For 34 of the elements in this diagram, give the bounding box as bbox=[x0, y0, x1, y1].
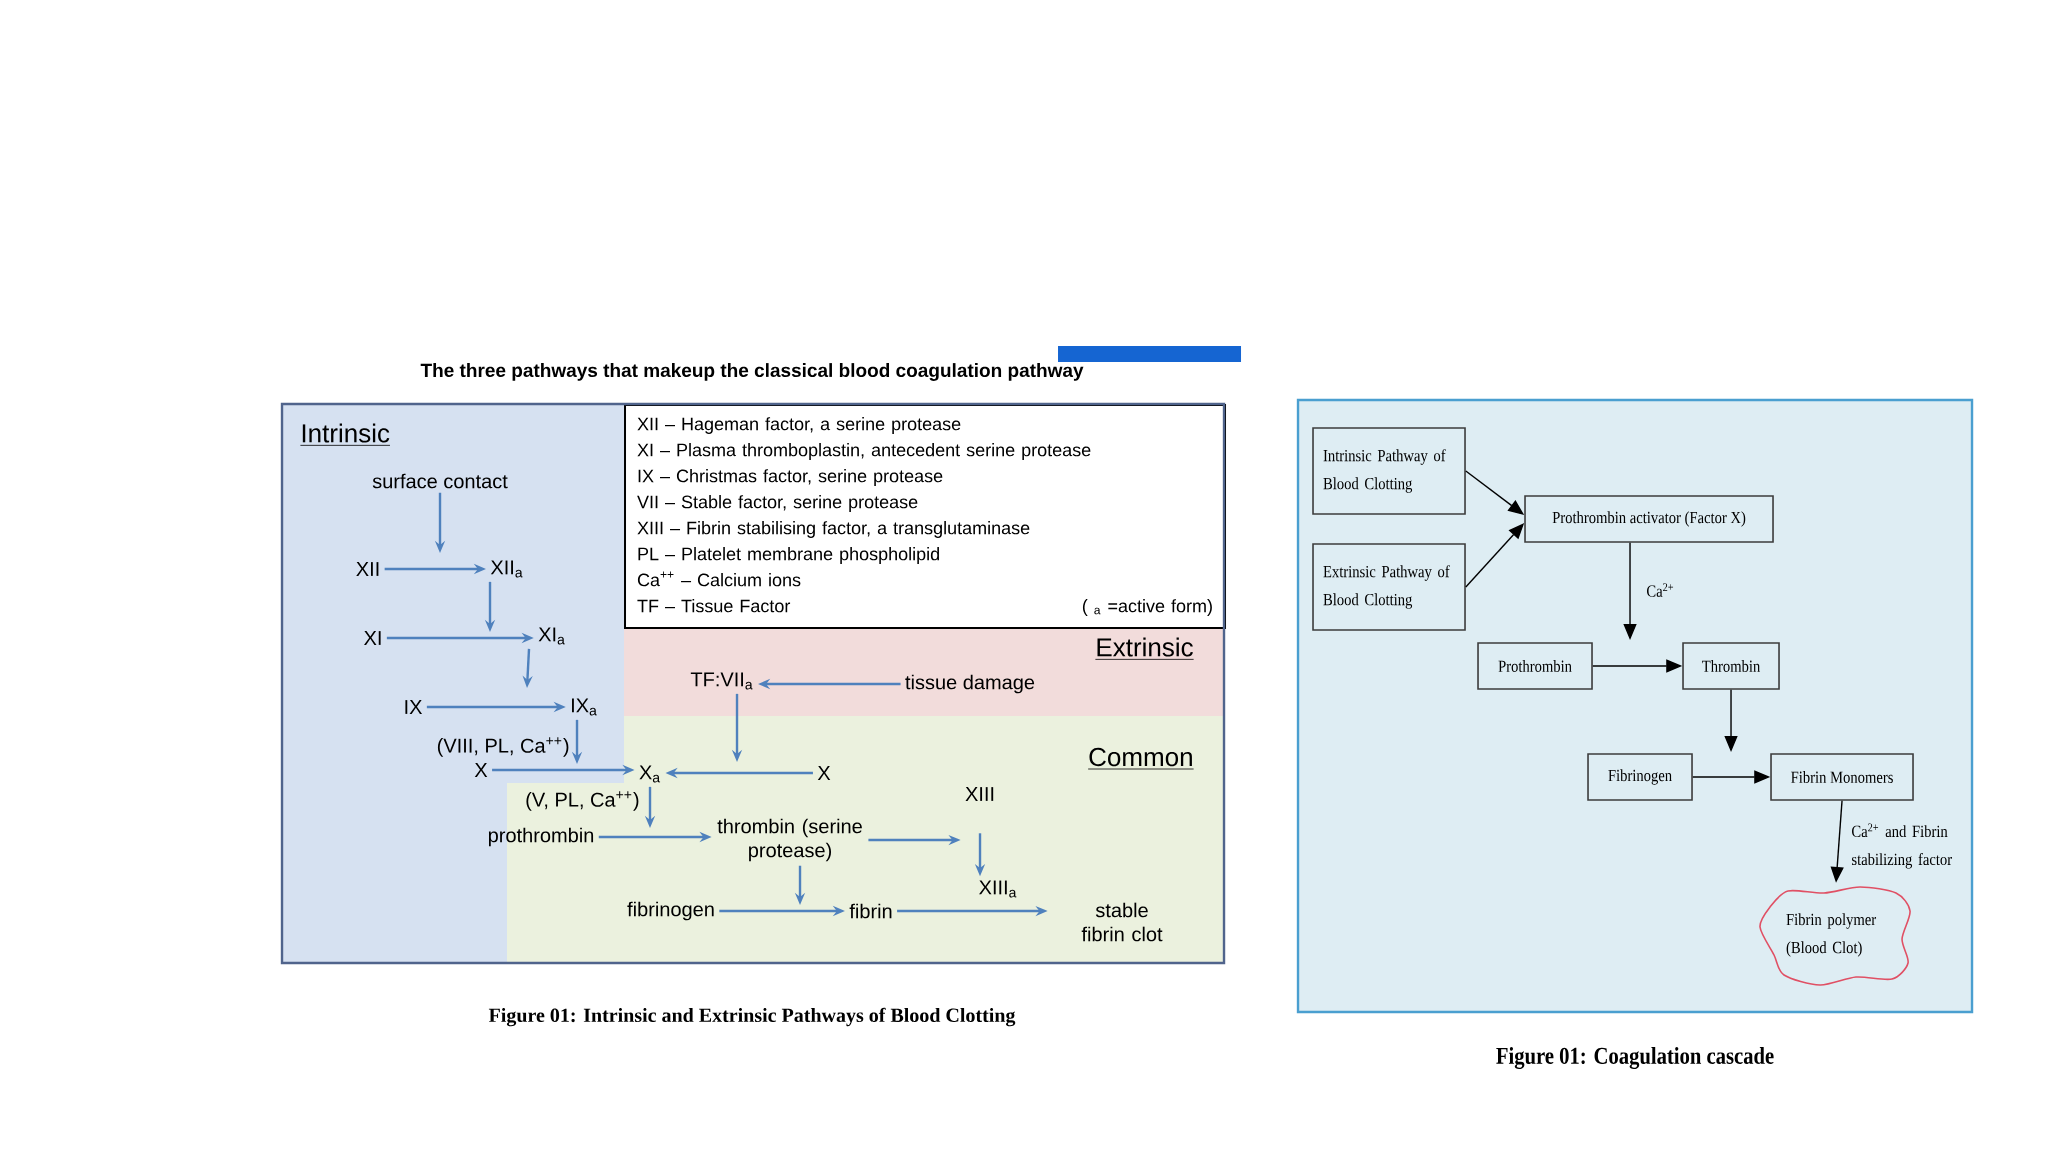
process-box: Intrinsic Pathway of Blood Clotting bbox=[1312, 427, 1466, 515]
key-box: XII – Hageman factor, a serine protease XI – Plasma thromboplastin, antecedent serine protease IX – Christmas factor, serine protease VII – Stable factor, serine protease XIII – Fibrin stabilising factor, a transglutaminase PL – Platelet membrane phospholipid Ca$^{++}$ – Calcium ions TF – Tissue Factor ( $_{a}$ =active form) bbox=[624, 404, 1226, 629]
factor-label: IX bbox=[405, 700, 423, 714]
factor-label: IX$_{a}$ bbox=[572, 698, 597, 716]
title: The three pathways that makeup the classical blood coagulation pathway bbox=[420, 363, 1084, 381]
factor-label: fibrinogen bbox=[627, 901, 714, 921]
edge-label: Ca$^{2+}$ and Fibrin stabilizing factor bbox=[1852, 823, 1952, 869]
figure-caption: Figure 01: Intrinsic and Extrinsic Pathways of Blood Clotting bbox=[488, 1007, 1016, 1027]
process-box: Fibrinogen bbox=[1587, 753, 1693, 801]
factor-label: XI$_{a}$ bbox=[538, 627, 565, 645]
factor-label: XIII$_{a}$ bbox=[979, 880, 1017, 898]
factor-label: X$_{a}$ bbox=[639, 765, 661, 783]
process-box: Prothrombin activator (Factor X) bbox=[1524, 495, 1774, 543]
factor-label: fibrin bbox=[849, 903, 892, 919]
process-box: Extrinsic Pathway of Blood Clotting bbox=[1312, 543, 1466, 631]
factor-label: XI bbox=[364, 631, 381, 645]
edge-label: (VIII, PL, Ca$^{++}$) bbox=[437, 737, 569, 757]
process-box: Prothrombin bbox=[1477, 642, 1593, 690]
factor-label: thrombin (serine protease) bbox=[717, 818, 862, 862]
clot-cloud: Fibrin polymer (Blood Clot) bbox=[1759, 886, 1911, 986]
process-box: Thrombin bbox=[1682, 642, 1780, 690]
factor-label: XII$_{a}$ bbox=[490, 560, 523, 578]
factor-label: XII bbox=[356, 562, 379, 576]
factor-label: stable fibrin clot bbox=[1081, 902, 1163, 942]
process-box: Fibrin Monomers bbox=[1770, 753, 1914, 801]
factor-label: X bbox=[817, 766, 831, 780]
factor-label: TF:VII$_{a}$ bbox=[690, 672, 753, 690]
factor-label: X bbox=[474, 763, 488, 777]
figure-caption: Figure 01: Coagulation cascade bbox=[1496, 1047, 1774, 1069]
factor-label: prothrombin bbox=[488, 827, 594, 847]
factor-label: XIII bbox=[965, 787, 994, 801]
factor-label: surface contact bbox=[372, 473, 508, 489]
factor-label: tissue damage bbox=[905, 674, 1035, 694]
edge-label: Ca$^{2+}$ bbox=[1647, 583, 1674, 597]
